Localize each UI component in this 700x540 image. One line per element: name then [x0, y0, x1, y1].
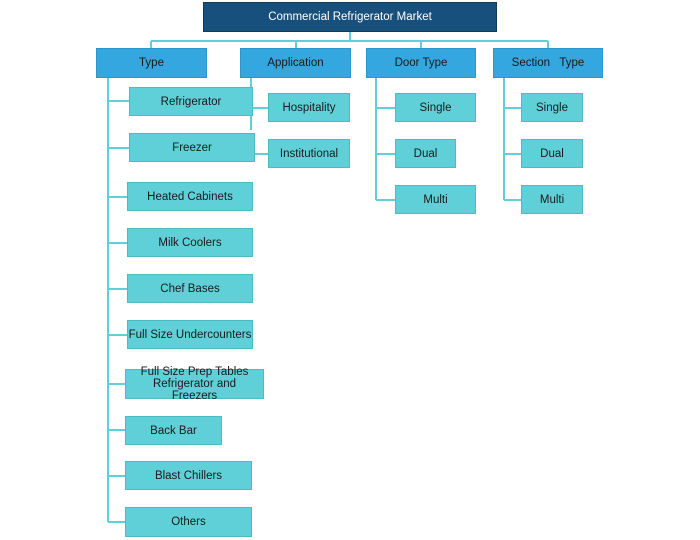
- section-type-item-label: Single: [536, 101, 568, 114]
- type-item-blast-chillers: Blast Chillers: [125, 461, 252, 490]
- type-item-full-size-undercounters: Full Size Undercounters: [127, 320, 253, 349]
- section-type-item-label: Multi: [539, 193, 565, 206]
- type-item-label: Milk Coolers: [158, 236, 222, 249]
- category-door-type: Door Type: [366, 48, 476, 78]
- type-item-label: Full Size Undercounters: [128, 328, 252, 341]
- type-item-freezer: Freezer: [129, 133, 255, 162]
- type-item-label: Freezer: [172, 141, 212, 154]
- category-type-label: Type: [139, 57, 164, 69]
- type-item-others: Others: [125, 507, 252, 537]
- section-type-item-single: Single: [521, 93, 583, 122]
- door-type-item-label: Multi: [423, 193, 448, 206]
- type-item-label: Chef Bases: [160, 282, 220, 295]
- section-type-item-label: Dual: [540, 147, 564, 160]
- type-item-full-size-prep-tables: Full Size Prep Tables Refrigerator and F…: [125, 366, 264, 402]
- application-item-label: Institutional: [279, 147, 339, 160]
- category-section-type-label: Section Type: [511, 57, 585, 69]
- category-type: Type: [96, 48, 207, 78]
- door-type-item-multi: Multi: [395, 185, 476, 214]
- type-item-label: Back Bar: [150, 424, 197, 437]
- door-type-item-dual: Dual: [395, 139, 456, 168]
- type-item-label: Full Size Prep Tables Refrigerator and F…: [140, 366, 249, 402]
- application-item-institutional: Institutional: [268, 139, 350, 168]
- category-application-label: Application: [267, 57, 324, 69]
- section-type-item-multi: Multi: [521, 185, 583, 214]
- type-item-label: Others: [171, 516, 206, 528]
- type-item-label: Refrigerator: [160, 95, 222, 108]
- category-section-type: Section Type: [493, 48, 603, 78]
- door-type-item-label: Single: [419, 101, 452, 114]
- type-item-label: Heated Cabinets: [147, 190, 233, 203]
- section-type-item-dual: Dual: [521, 139, 583, 168]
- door-type-item-label: Dual: [413, 147, 438, 160]
- type-item-refrigerator: Refrigerator: [129, 87, 253, 116]
- type-item-milk-coolers: Milk Coolers: [127, 228, 253, 257]
- category-door-type-label: Door Type: [394, 57, 448, 69]
- type-item-heated-cabinets: Heated Cabinets: [127, 182, 253, 211]
- type-item-chef-bases: Chef Bases: [127, 274, 253, 303]
- root-node: Commercial Refrigerator Market: [203, 2, 497, 32]
- door-type-item-single: Single: [395, 93, 476, 122]
- application-item-label: Hospitality: [282, 101, 336, 114]
- type-item-back-bar: Back Bar: [125, 416, 222, 445]
- application-item-hospitality: Hospitality: [268, 93, 350, 122]
- category-application: Application: [240, 48, 351, 78]
- type-item-label: Blast Chillers: [154, 469, 223, 482]
- root-label: Commercial Refrigerator Market: [268, 11, 432, 23]
